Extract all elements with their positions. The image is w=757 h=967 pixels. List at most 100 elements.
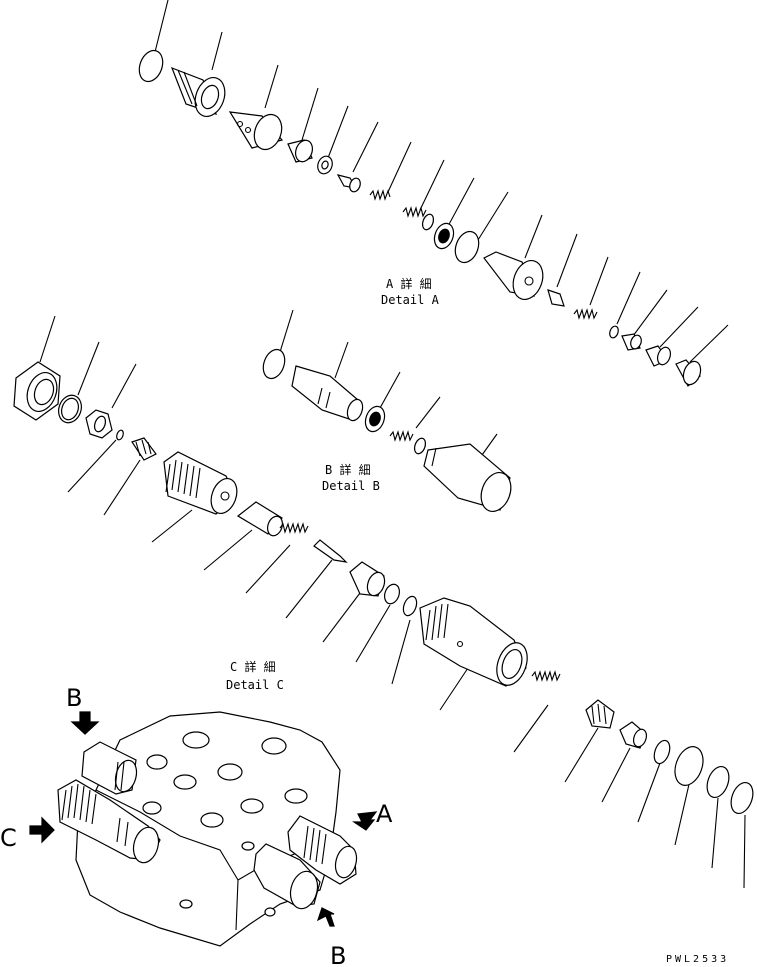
view-marker-c-left: C (0, 824, 17, 852)
leader-line (392, 620, 410, 684)
port-hole (183, 732, 209, 748)
spool-housing-part (164, 452, 241, 517)
leader-line (380, 372, 400, 408)
view-marker-a-right: A (376, 800, 393, 828)
o-ring-part (608, 325, 620, 339)
detail-b-jp-label: B 詳 細 (325, 462, 371, 477)
o-ring-part (401, 595, 419, 618)
detail-b-group: B 詳 細 Detail B (259, 310, 516, 516)
port-hole (262, 738, 286, 754)
cap-part (620, 722, 649, 749)
leader-line (280, 310, 293, 352)
leader-line (356, 605, 390, 662)
cap-nut-part (14, 362, 62, 420)
valve-b-bottom (254, 844, 321, 912)
spring-part (370, 191, 390, 199)
spring-part (390, 432, 413, 440)
o-ring-part (115, 429, 124, 440)
detail-a-group: A 詳 細 Detail A (135, 0, 728, 387)
leader-line (557, 234, 577, 287)
screw-part (132, 438, 156, 460)
view-arrow-a-right (354, 812, 376, 830)
leader-line (265, 65, 278, 108)
spring-part (532, 672, 560, 680)
leader-line (416, 397, 440, 428)
spool-part (292, 366, 365, 423)
detail-a-jp-label: A 詳 細 (386, 276, 432, 291)
port-hole (285, 789, 307, 803)
o-ring-part (382, 582, 402, 606)
seat-part (362, 404, 388, 435)
leader-line (565, 728, 598, 782)
leader-line (712, 798, 718, 868)
seat-part (350, 562, 388, 598)
leader-line (328, 106, 348, 158)
piston-part (622, 334, 643, 351)
valve-b-top (82, 742, 140, 794)
drawing-code: PWL2533 (666, 954, 729, 965)
pin-part (314, 540, 346, 562)
spring-part (280, 524, 308, 532)
o-ring-part (413, 437, 428, 455)
sleeve-part (238, 502, 285, 538)
leader-line (478, 192, 508, 240)
leader-line (744, 815, 745, 888)
o-ring-part (651, 738, 672, 765)
port-hole (143, 802, 161, 814)
leader-line (323, 593, 360, 642)
leader-line (617, 272, 640, 324)
leader-line (104, 460, 140, 515)
plug-part (172, 68, 230, 121)
spring-part (403, 208, 426, 216)
needle-part (338, 175, 362, 193)
leader-line (353, 122, 378, 172)
port-hole (241, 799, 263, 813)
leader-line (590, 257, 608, 305)
leader-line (633, 290, 667, 336)
leader-line (638, 763, 660, 822)
spring-part (574, 310, 597, 318)
adjuster-part (646, 345, 673, 366)
detail-b-en-label: Detail B (322, 479, 380, 493)
port-hole (242, 842, 254, 850)
detail-c-jp-label: C 詳 細 (230, 659, 276, 674)
port-hole (174, 775, 196, 789)
o-ring-part (421, 213, 436, 231)
port-hole (218, 764, 242, 780)
leader-line (602, 748, 630, 802)
leader-line (675, 780, 690, 845)
leader-line (155, 0, 168, 52)
port-hole (265, 908, 275, 916)
o-ring-part (135, 47, 167, 85)
view-arrow-b-bottom (318, 908, 334, 926)
poppet-part (548, 290, 564, 306)
housing-part (420, 598, 533, 689)
leader-line (482, 434, 497, 455)
leader-line (302, 88, 318, 140)
leader-line (78, 342, 99, 395)
view-arrow-b-top (72, 712, 98, 734)
nut-part (86, 410, 112, 438)
leader-line (660, 307, 698, 347)
leader-line (525, 215, 542, 258)
piston-part (288, 138, 315, 164)
leader-line (112, 364, 136, 408)
o-ring-part (670, 743, 708, 789)
o-ring-part (259, 346, 288, 381)
leader-line (388, 142, 411, 192)
port-hole (180, 900, 192, 908)
piston-part (586, 700, 614, 728)
view-marker-b-top: B (66, 684, 82, 712)
plug-part (424, 444, 516, 516)
leader-line (212, 32, 222, 70)
o-ring-part (451, 228, 483, 266)
leader-line (68, 440, 116, 492)
seat-part (431, 221, 457, 252)
valve-a-right (288, 816, 360, 884)
view-arrow-c-left (30, 818, 54, 842)
washer-part (315, 154, 334, 176)
control-valve-assembly: B C A B (0, 684, 393, 967)
leader-line (286, 560, 332, 618)
detail-c-en-label: Detail C (226, 678, 284, 692)
